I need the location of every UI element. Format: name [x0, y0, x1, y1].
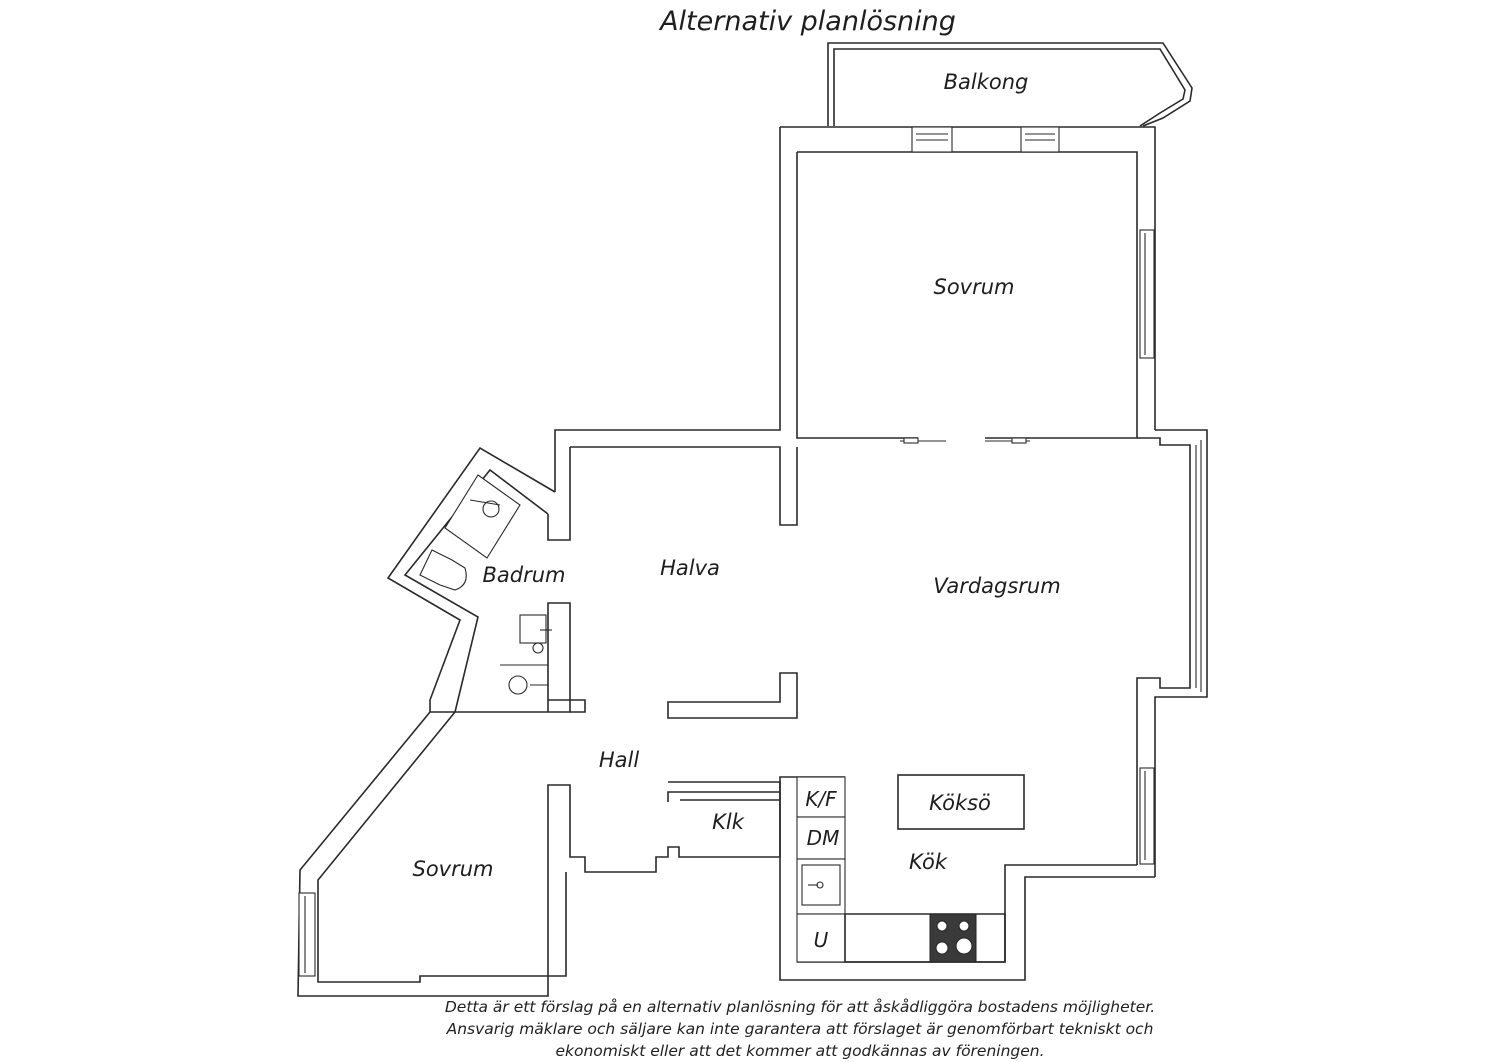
- room-label-sovrum-bottom: Sovrum: [412, 857, 493, 881]
- room-label-halva: Halva: [660, 556, 720, 580]
- balcony: [827, 42, 1193, 127]
- kitchen: [796, 774, 1025, 963]
- living-room-walls: [547, 429, 1208, 981]
- unit-label-u: U: [814, 928, 829, 952]
- room-label-sovrum-top: Sovrum: [933, 275, 1014, 299]
- disclaimer-line-3: ekonomiskt eller att det kommer att godk…: [555, 1042, 1045, 1060]
- unit-label-kf: K/F: [805, 787, 837, 811]
- kitchen-island: [897, 774, 1025, 830]
- room-label-koksoe: Köksö: [929, 791, 991, 815]
- disclaimer-line-1: Detta är ett förslag på en alternativ pl…: [444, 998, 1156, 1016]
- top-bedroom-walls: [554, 126, 1156, 492]
- unit-label-dm: DM: [807, 826, 840, 850]
- disclaimer-line-2: Ansvarig mäklare och säljare kan inte ga…: [446, 1020, 1154, 1038]
- room-label-kok: Kök: [909, 850, 948, 874]
- room-label-klk: Klk: [712, 810, 745, 834]
- room-label-vardagsrum: Vardagsrum: [933, 574, 1060, 598]
- room-label-badrum: Badrum: [482, 563, 565, 587]
- bottom-bedroom: [297, 711, 567, 997]
- room-label-balkong: Balkong: [944, 70, 1029, 94]
- disclaimer: Detta är ett förslag på en alternativ pl…: [380, 996, 1220, 1062]
- room-label-hall: Hall: [599, 748, 639, 772]
- plan-title: Alternativ planlösning: [658, 6, 956, 37]
- interior-walls: [547, 672, 798, 873]
